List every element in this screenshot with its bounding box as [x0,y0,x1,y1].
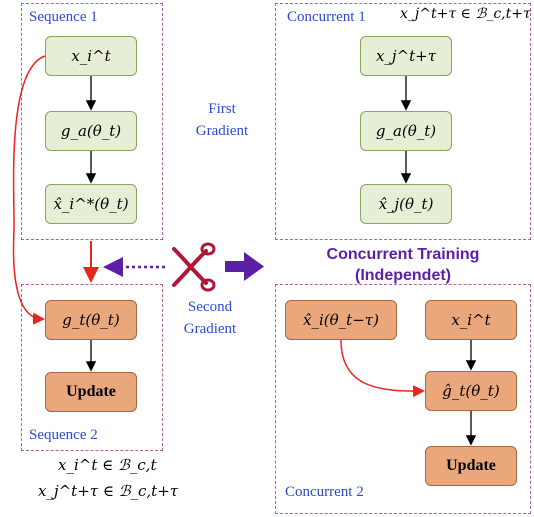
conc2-update-node: Update [425,446,517,486]
seq2-update-text: Update [66,383,116,400]
seq2-gradient-node: g_t(θ_t) [45,300,137,340]
seq1-output-node: x̂_i^*(θ_t) [45,184,137,224]
concurrent1-panel [275,3,531,240]
sequence1-panel [21,3,163,240]
second-gradient-label: Second Gradient [170,296,250,340]
conc1-output-node: x̂_j(θ_t) [360,184,452,224]
concurrent2-panel [275,284,531,514]
conc1-input-text: x_j^t+τ [375,47,437,65]
seq1-input-node: x_i^t [45,36,137,76]
first-gradient-label: First Gradient [182,98,262,142]
skip-connection-arrow [12,55,46,325]
scissors-icon [172,242,216,292]
conc2-update-text: Update [446,457,496,474]
stale-to-gradient-arrow [340,339,425,398]
conc1-augment-text: g_a(θ_t) [375,122,437,140]
seq1-augment-node: g_a(θ_t) [45,111,137,151]
concurrent-training-title: Concurrent Training (Independet) [288,244,518,286]
first-gradient-line1: First [208,101,236,117]
batch-line-2: x_j^t+τ ∈ ℬ_c,t+τ [38,482,179,500]
conc2-gradient-node: ĝ_t(θ_t) [425,371,517,411]
sequence2-label: Sequence 2 [29,427,98,443]
conc2-stale-node: x̂_i(θ_t−τ) [285,300,397,340]
seq2-update-node: Update [45,372,137,412]
sequence1-label: Sequence 1 [29,9,98,25]
concurrent1-label: Concurrent 1 [287,9,366,25]
conc2-input-node: x_i^t [425,300,517,340]
first-gradient-line2: Gradient [195,123,249,139]
concurrent-training-line2: (Independet) [355,267,451,284]
seq2-gradient-text: g_t(θ_t) [62,311,120,329]
batch-line-1: x_i^t ∈ ℬ_c,t [58,456,157,474]
seq1-output-text: x̂_i^*(θ_t) [53,195,129,213]
seq1-augment-text: g_a(θ_t) [60,122,122,140]
sequence2-panel [21,284,163,451]
conc2-gradient-text: ĝ_t(θ_t) [442,382,500,400]
concurrent-training-line1: Concurrent Training [326,246,480,263]
conc1-augment-node: g_a(θ_t) [360,111,452,151]
conc2-input-text: x_i^t [451,311,491,329]
second-gradient-line1: Second [187,299,233,315]
concurrent1-batch-line: x_j^t+τ ∈ ℬ_c,t+τ [400,6,531,22]
second-gradient-line2: Gradient [183,321,237,337]
conc2-stale-text: x̂_i(θ_t−τ) [303,311,379,329]
right-arrow-icon [225,252,264,281]
conc1-input-node: x_j^t+τ [360,36,452,76]
concurrent2-label: Concurrent 2 [285,484,364,500]
conc1-output-text: x̂_j(θ_t) [378,195,434,213]
seq1-input-text: x_i^t [71,47,111,65]
